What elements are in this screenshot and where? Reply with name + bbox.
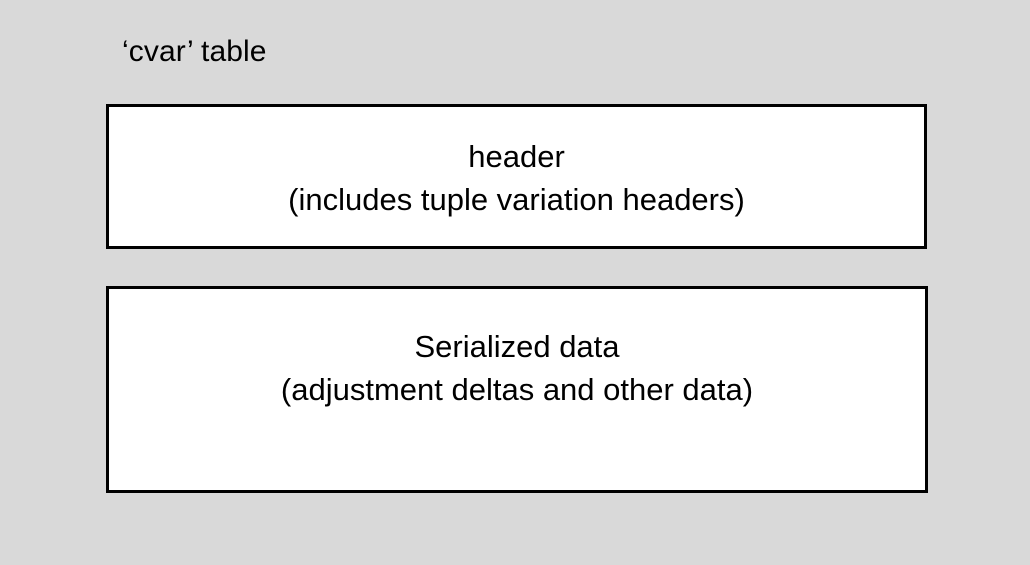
serialized-data-block-line-1: Serialized data xyxy=(414,329,620,364)
header-block-line-2: (includes tuple variation headers) xyxy=(288,181,745,217)
serialized-data-block: Serialized data (adjustment deltas and o… xyxy=(106,286,928,493)
header-block-line-1: header xyxy=(468,138,565,174)
page-title: ‘cvar’ table xyxy=(122,35,267,68)
serialized-data-block-line-2: (adjustment deltas and other data) xyxy=(280,372,754,407)
header-block: header (includes tuple variation headers… xyxy=(106,104,927,249)
